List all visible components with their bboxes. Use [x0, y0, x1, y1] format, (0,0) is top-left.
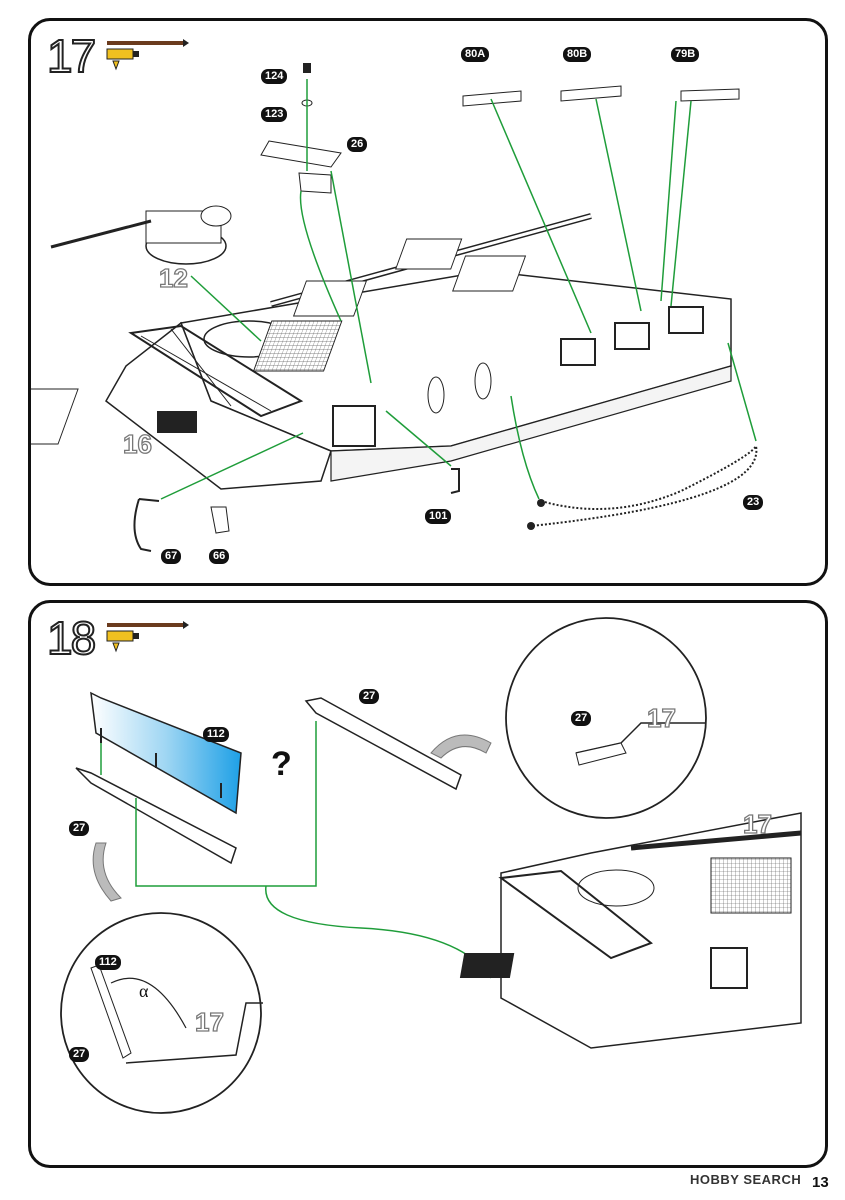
- part-label-123: 123: [261, 107, 288, 122]
- part-label-26: 26: [347, 137, 368, 152]
- part-label-27-zoom-bottom: 27: [69, 1047, 90, 1062]
- question-mark: ?: [271, 745, 292, 783]
- part-label-67: 67: [161, 549, 182, 564]
- part-label-66: 66: [209, 549, 230, 564]
- angle-alpha-label: α: [139, 981, 149, 1001]
- page-number: 13: [812, 1174, 829, 1191]
- part-label-112: 112: [203, 727, 229, 742]
- paint-brush-glue-icon: [106, 621, 189, 653]
- step-number: 17: [46, 29, 97, 83]
- part-label-80a: 80A: [461, 47, 490, 62]
- step-18-illustration: [60, 617, 802, 1114]
- part-label-112-zoom: 112: [95, 955, 121, 970]
- ghost-step-17-zoom-top: 17: [646, 702, 676, 733]
- ghost-step-17-hull: 17: [742, 808, 772, 839]
- step-17-illustration: [31, 63, 758, 552]
- part-label-27-zoom-top: 27: [571, 711, 592, 726]
- part-label-23: 23: [743, 495, 764, 510]
- brand-logo: HOBBY SEARCH: [690, 1172, 802, 1187]
- part-label-124: 124: [261, 69, 288, 84]
- ghost-step-17-zoom-bottom: 17: [194, 1006, 224, 1037]
- paint-brush-glue-icon: [106, 39, 189, 71]
- ghost-step-16: 16: [122, 428, 152, 459]
- part-label-101: 101: [425, 509, 452, 524]
- part-label-27-lower: 27: [69, 821, 90, 836]
- part-label-80b: 80B: [563, 47, 592, 62]
- ghost-step-12: 12: [158, 262, 188, 293]
- part-label-27-upper: 27: [359, 689, 380, 704]
- step-number: 18: [46, 611, 97, 665]
- step-17-panel: 17: [28, 18, 828, 586]
- part-label-79b: 79B: [671, 47, 700, 62]
- step-18-panel: 18: [28, 600, 828, 1168]
